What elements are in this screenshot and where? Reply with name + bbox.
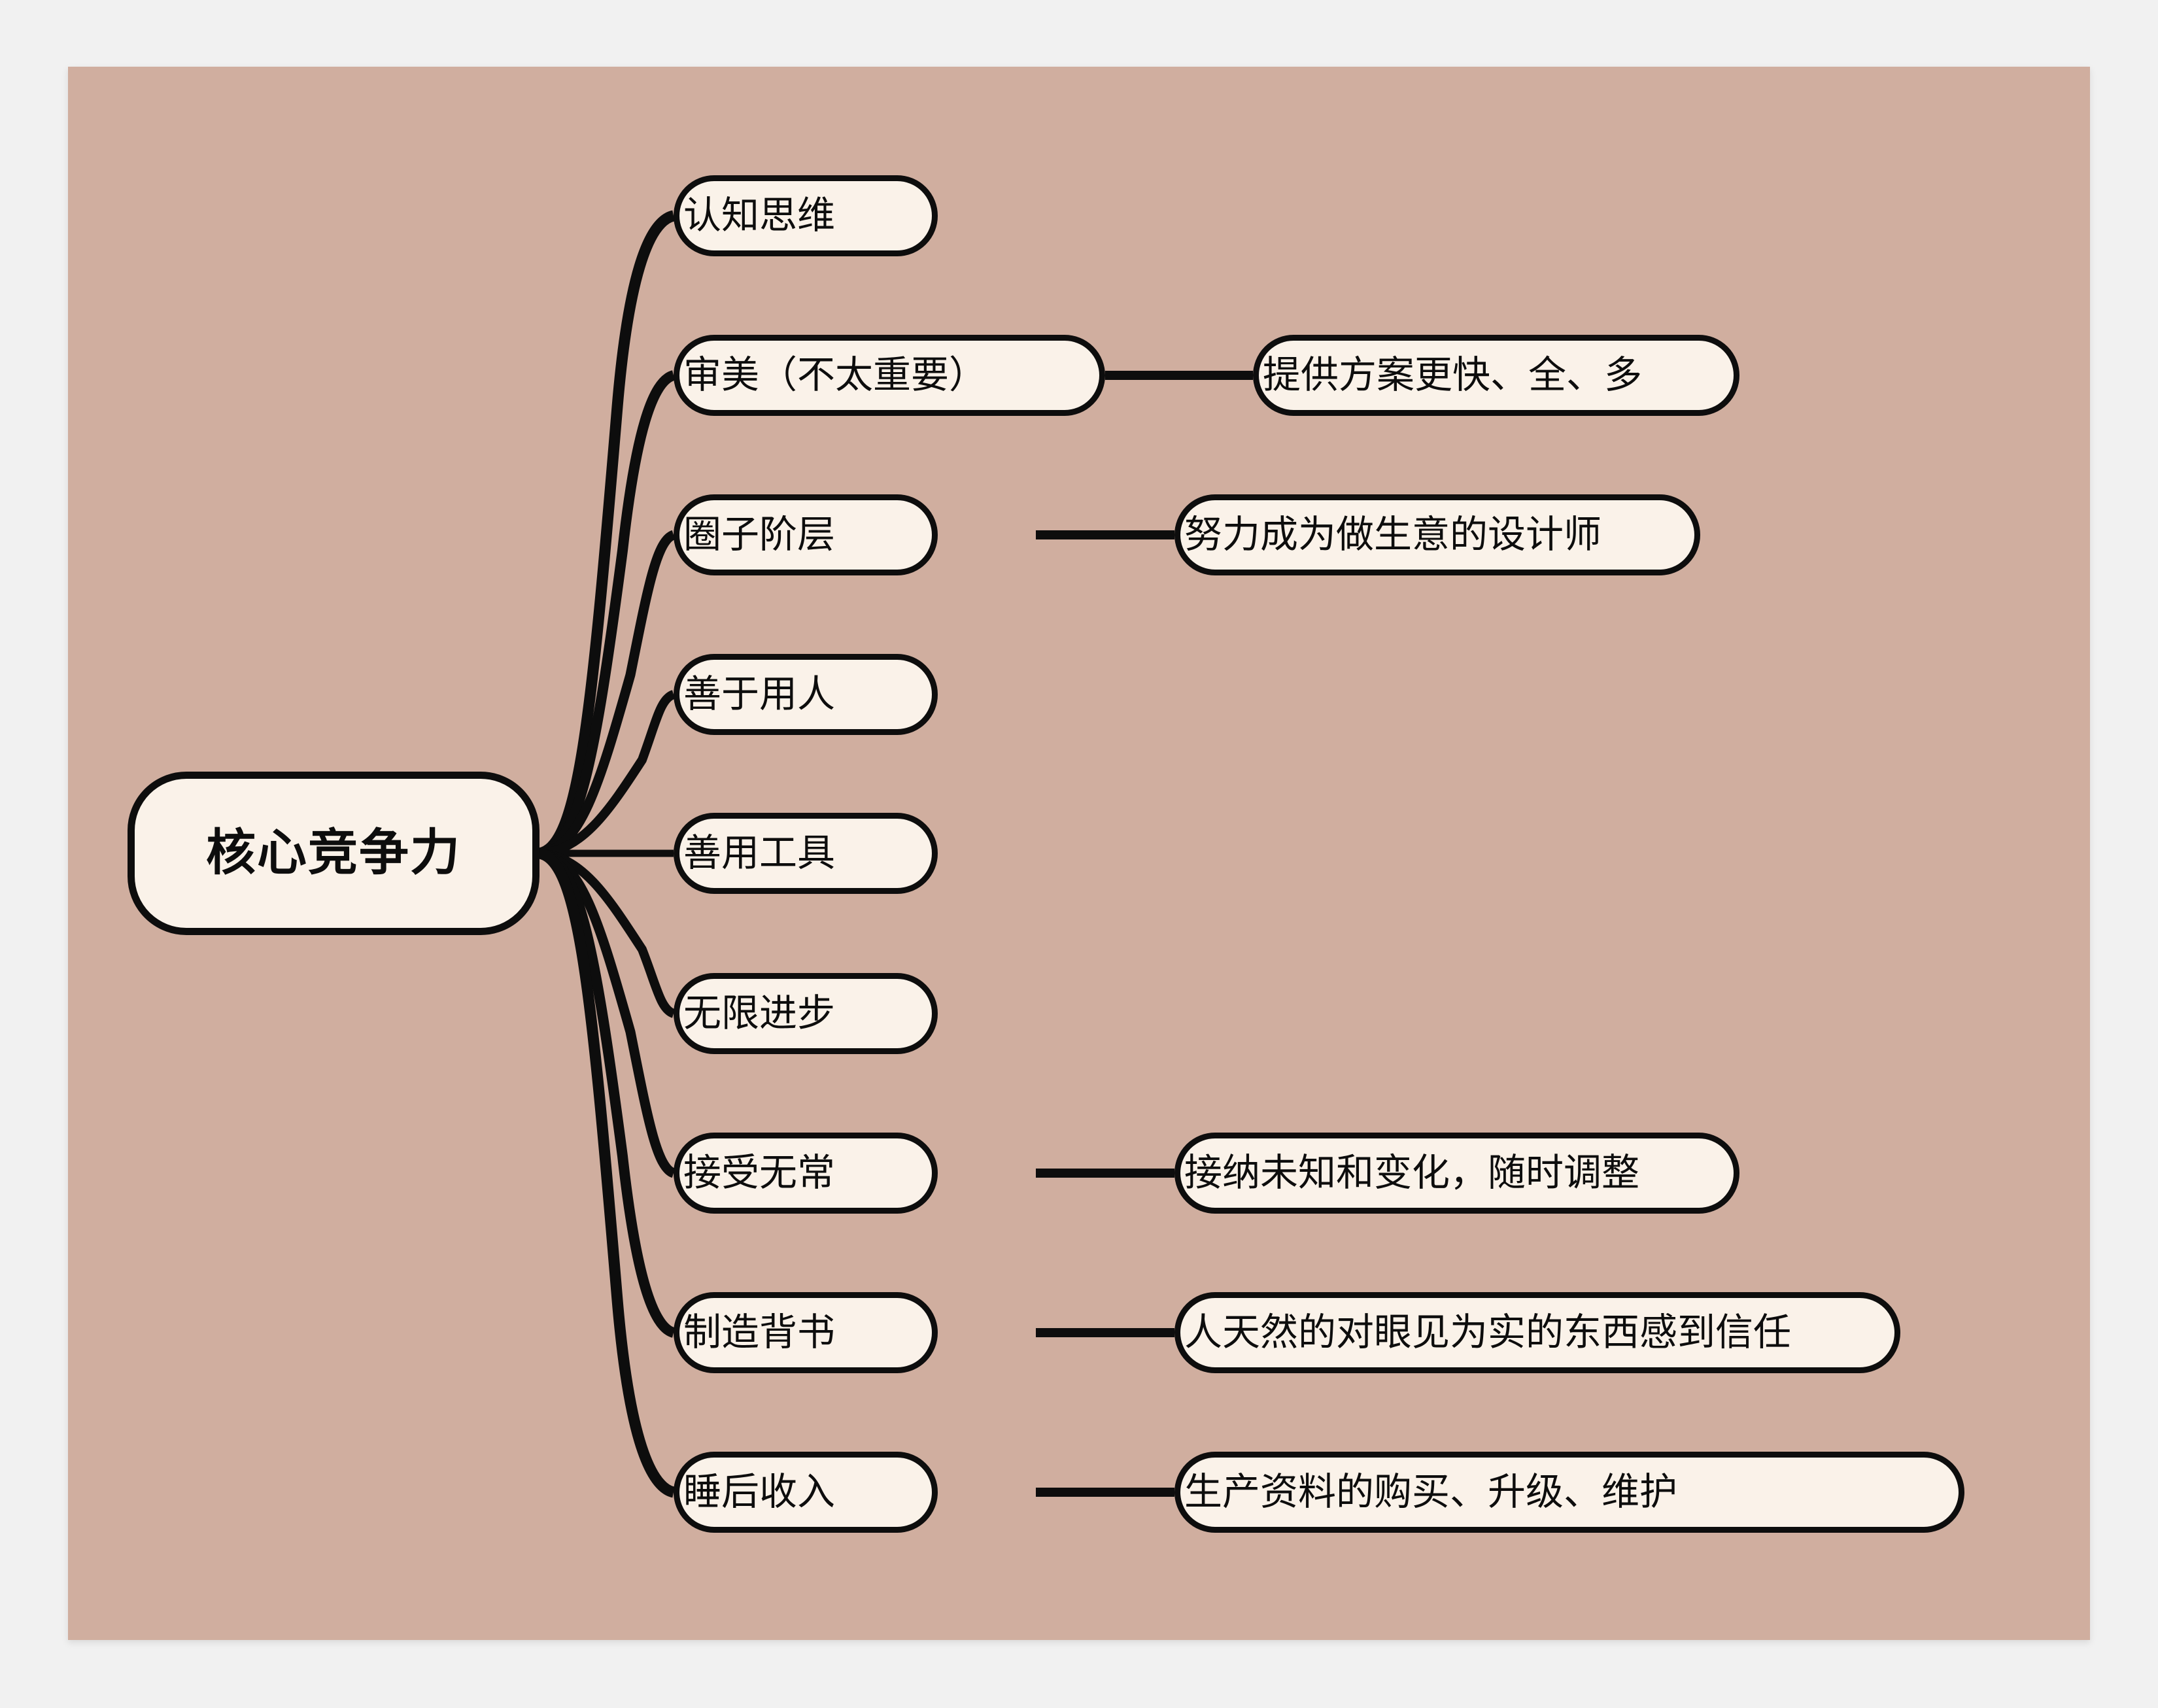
branch-node-label: 善用工具 xyxy=(683,832,836,874)
mindmap-canvas[interactable]: 核心竞争力 认知思维 审美（不太重要） 圈子阶层 善于用人 善用工具 无限进步 … xyxy=(68,67,2090,1640)
branch-node-create-endorsement[interactable]: 制造背书 xyxy=(674,1292,938,1373)
edge-root-to-branch-1 xyxy=(538,210,676,859)
leaf-node-label: 努力成为做生意的设计师 xyxy=(1184,513,1602,556)
edge-root-to-branch-8 xyxy=(538,848,676,1338)
branch-node-passive-income[interactable]: 睡后收入 xyxy=(674,1452,938,1533)
edge-root-to-branch-7 xyxy=(538,848,676,1178)
branch-node-social-circle[interactable]: 圈子阶层 xyxy=(674,494,938,575)
edge-root-to-branch-9 xyxy=(538,847,676,1498)
leaf-node-label: 生产资料的购买、升级、维护 xyxy=(1184,1471,1678,1513)
branch-node-accept-impermanence[interactable]: 接受无常 xyxy=(674,1133,938,1214)
leaf-node-label: 接纳未知和变化，随时调整 xyxy=(1184,1152,1640,1194)
branch-node-label: 圈子阶层 xyxy=(683,513,836,556)
edge-root-to-branch-4 xyxy=(539,690,676,858)
branch-node-cognitive-thinking[interactable]: 认知思维 xyxy=(674,175,938,256)
branch-node-infinite-progress[interactable]: 无限进步 xyxy=(674,973,938,1054)
branch-node-label: 认知思维 xyxy=(683,194,836,237)
branch-node-label: 审美（不太重要） xyxy=(683,354,987,396)
branch-node-good-at-using-tools[interactable]: 善用工具 xyxy=(674,813,938,894)
leaf-node-people-trust-what-they-see[interactable]: 人天然的对眼见为实的东西感到信任 xyxy=(1174,1292,1900,1373)
leaf-node-buy-upgrade-maintain-means-of-production[interactable]: 生产资料的购买、升级、维护 xyxy=(1174,1452,1964,1533)
leaf-node-label: 提供方案更快、全、多 xyxy=(1263,354,1643,396)
branch-node-label: 睡后收入 xyxy=(683,1471,836,1513)
root-node-label: 核心竞争力 xyxy=(206,825,461,881)
leaf-node-business-designer[interactable]: 努力成为做生意的设计师 xyxy=(1174,494,1700,575)
branch-node-good-at-using-people[interactable]: 善于用人 xyxy=(674,654,938,735)
branch-node-aesthetics[interactable]: 审美（不太重要） xyxy=(674,335,1105,416)
edge-root-to-branch-2 xyxy=(538,370,676,859)
branch-node-label: 制造背书 xyxy=(683,1311,836,1354)
edge-root-to-branch-3 xyxy=(538,530,676,859)
branch-node-label: 无限进步 xyxy=(683,992,836,1034)
branch-node-label: 接受无常 xyxy=(683,1152,836,1194)
mindmap-root-node[interactable]: 核心竞争力 xyxy=(128,772,540,935)
leaf-node-label: 人天然的对眼见为实的东西感到信任 xyxy=(1184,1311,1792,1354)
edge-root-to-branch-6 xyxy=(539,849,676,1018)
leaf-node-embrace-unknown-and-change[interactable]: 接纳未知和变化，随时调整 xyxy=(1174,1133,1739,1214)
leaf-node-faster-fuller-more-solutions[interactable]: 提供方案更快、全、多 xyxy=(1253,335,1739,416)
branch-node-label: 善于用人 xyxy=(683,673,836,715)
